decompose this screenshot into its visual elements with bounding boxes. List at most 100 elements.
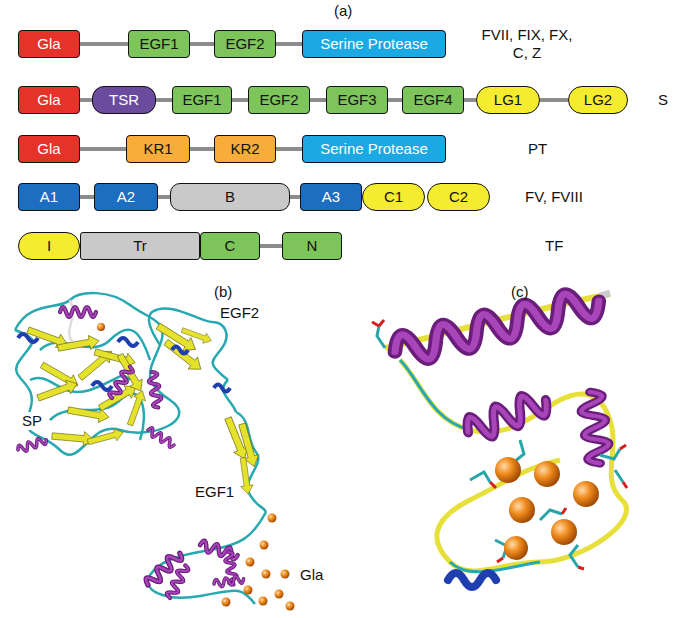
domain-label: EGF1 [182,91,221,109]
domain-box: EGF2 [214,30,276,58]
alpha-helix [166,563,190,600]
linker-line [276,42,302,46]
protein-name: PT [528,140,547,158]
side-chain [377,326,385,348]
alpha-helix [146,427,176,449]
domain-box: N [282,232,342,260]
turn [214,385,230,392]
domain-label: Gla [37,35,60,53]
domain-label: LG1 [494,91,522,109]
calcium-ion [504,536,528,560]
domain-label: KR2 [230,140,259,158]
domain-label: EGF2 [259,91,298,109]
gla-closeup [372,286,627,587]
domain-box: EGF3 [326,86,388,114]
domain-box: EGF2 [248,86,310,114]
beta-strand [51,429,94,447]
gla-ribbon [144,512,295,611]
domain-box: KR2 [214,135,276,163]
linker-line [158,195,170,199]
beta-strand [36,377,80,405]
domain-box: KR1 [126,135,190,163]
turn [18,334,38,342]
domain-box: EGF1 [172,86,232,114]
side-chain [470,440,623,567]
linker-line [190,147,214,151]
beta-strand [86,426,124,448]
protein-name: TF [545,237,563,255]
domain-label: Serine Protease [320,35,428,53]
domain-box: C2 [427,183,490,211]
linker-line [276,147,302,151]
domain-label: B [225,188,235,206]
loop [149,308,228,380]
domain-label: Gla [37,91,60,109]
domain-box: EGF1 [128,30,190,58]
domain-label: EGF2 [225,35,264,53]
domain-label: Gla [37,140,60,158]
linker-line [464,98,476,102]
domain-label: EGF1 [139,35,178,53]
linker-line [290,195,300,199]
domain-box: LG1 [476,86,540,114]
turn [448,573,496,587]
turn [172,347,188,354]
alpha-helix [60,307,96,317]
beta-strand [237,457,255,495]
panel-letter: (a) [334,2,352,20]
domain-label: Tr [133,237,147,255]
serine-protease-ribbon [15,293,179,455]
domain-callout: Gla [298,566,325,584]
side-chain [372,320,384,326]
beta-strand [161,336,205,375]
calcium-ion [281,570,290,579]
alpha-helix [391,286,602,366]
calcium-ion [259,597,268,606]
calcium-ion [268,514,277,523]
domain-label: C [225,237,236,255]
linker-line [310,98,326,102]
domain-label: KR1 [143,140,172,158]
calcium-ion [244,586,253,595]
domain-label: EGF4 [413,91,452,109]
linker-line [156,98,172,102]
linker-line [232,98,248,102]
domain-box: EGF4 [402,86,464,114]
domain-box: Gla [18,30,80,58]
calcium-ion [260,541,269,550]
linker-line [190,42,214,46]
alpha-helix [147,371,163,408]
beta-strand [124,389,148,428]
linker-line [80,42,128,46]
calcium-ion [275,590,284,599]
domain-box: Gla [18,135,80,163]
turn [118,338,138,346]
domain-box: A1 [18,183,80,211]
domain-box: C [200,232,260,260]
linker [223,380,236,412]
domain-label: C1 [384,188,403,206]
calcium-ion [286,602,295,611]
alpha-helix [108,364,134,400]
calcium-ion [246,558,255,567]
linker-line [260,244,282,248]
domain-box: Serine Protease [302,135,446,163]
domain-box: LG2 [568,86,628,114]
domain-label: TSR [109,91,139,109]
protein-name: S [658,91,668,109]
domain-callout: EGF2 [218,304,261,322]
domain-box: B [170,183,290,211]
beta-strand [180,325,213,346]
domain-label: A2 [117,188,135,206]
domain-box: TSR [92,86,156,114]
domain-callout: EGF1 [193,483,236,501]
domain-label: I [47,237,51,255]
domain-box: I [18,232,80,260]
calcium-ion [534,461,560,487]
calcium-ion [222,598,231,607]
alpha-helix [463,389,550,444]
panel-letter: (b) [214,283,232,301]
domain-label: N [307,237,318,255]
